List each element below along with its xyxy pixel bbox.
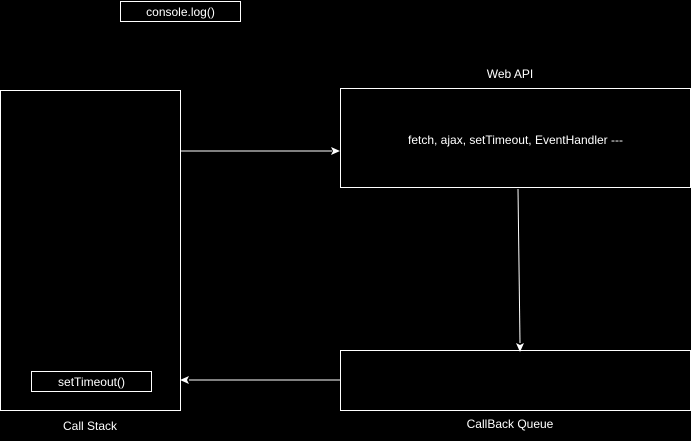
call-stack-title: Call Stack bbox=[62, 419, 118, 433]
web-api-title: Web API bbox=[486, 67, 534, 81]
arrow-webapi-to-callbackqueue bbox=[516, 188, 524, 352]
call-stack-item-settimeout: setTimeout() bbox=[31, 371, 152, 392]
arrow-callstack-to-webapi bbox=[181, 147, 340, 155]
console-log-label: console.log() bbox=[146, 5, 215, 19]
call-stack-item-label: setTimeout() bbox=[58, 375, 125, 389]
call-stack-box: setTimeout() bbox=[0, 90, 181, 411]
arrow-callbackqueue-to-callstack bbox=[180, 376, 340, 384]
web-api-content: fetch, ajax, setTimeout, EventHandler --… bbox=[408, 133, 623, 147]
web-api-box: fetch, ajax, setTimeout, EventHandler --… bbox=[340, 88, 691, 188]
callback-queue-title: CallBack Queue bbox=[466, 417, 554, 431]
console-log-box: console.log() bbox=[120, 1, 241, 22]
callback-queue-box bbox=[340, 350, 691, 411]
